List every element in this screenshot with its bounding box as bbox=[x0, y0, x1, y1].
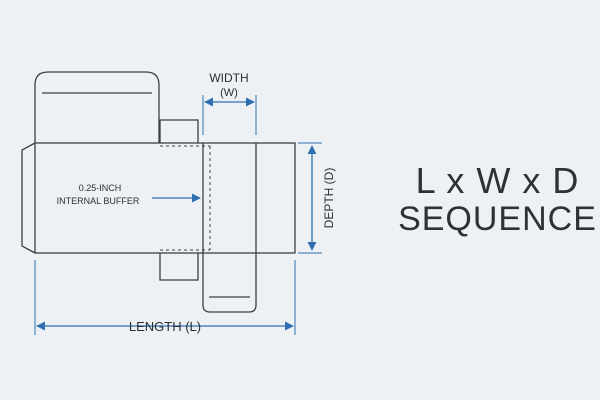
buffer-label-line2: INTERNAL BUFFER bbox=[57, 196, 140, 206]
depth-label: DEPTH (D) bbox=[322, 168, 336, 229]
extension-lines bbox=[34, 95, 322, 335]
sequence-heading-formula: L x W x D bbox=[415, 160, 580, 201]
box-body-panel bbox=[34, 142, 296, 254]
width-label: WIDTH bbox=[209, 71, 248, 85]
top-lid-flap bbox=[34, 71, 160, 143]
dimension-arrows bbox=[36, 97, 317, 331]
buffer-label: 0.25-INCH bbox=[79, 183, 122, 193]
bottom-dust-flap bbox=[159, 253, 199, 281]
width-symbol-label: (W) bbox=[220, 87, 238, 99]
top-dust-flap bbox=[159, 119, 199, 143]
buffer-dashed-lines bbox=[160, 145, 211, 251]
dieline-outline bbox=[21, 71, 296, 313]
length-label: LENGTH (L) bbox=[129, 319, 201, 334]
glue-flap bbox=[21, 142, 36, 254]
sequence-heading-title: SEQUENCE bbox=[398, 200, 597, 238]
bottom-tuck-flap bbox=[202, 253, 257, 313]
